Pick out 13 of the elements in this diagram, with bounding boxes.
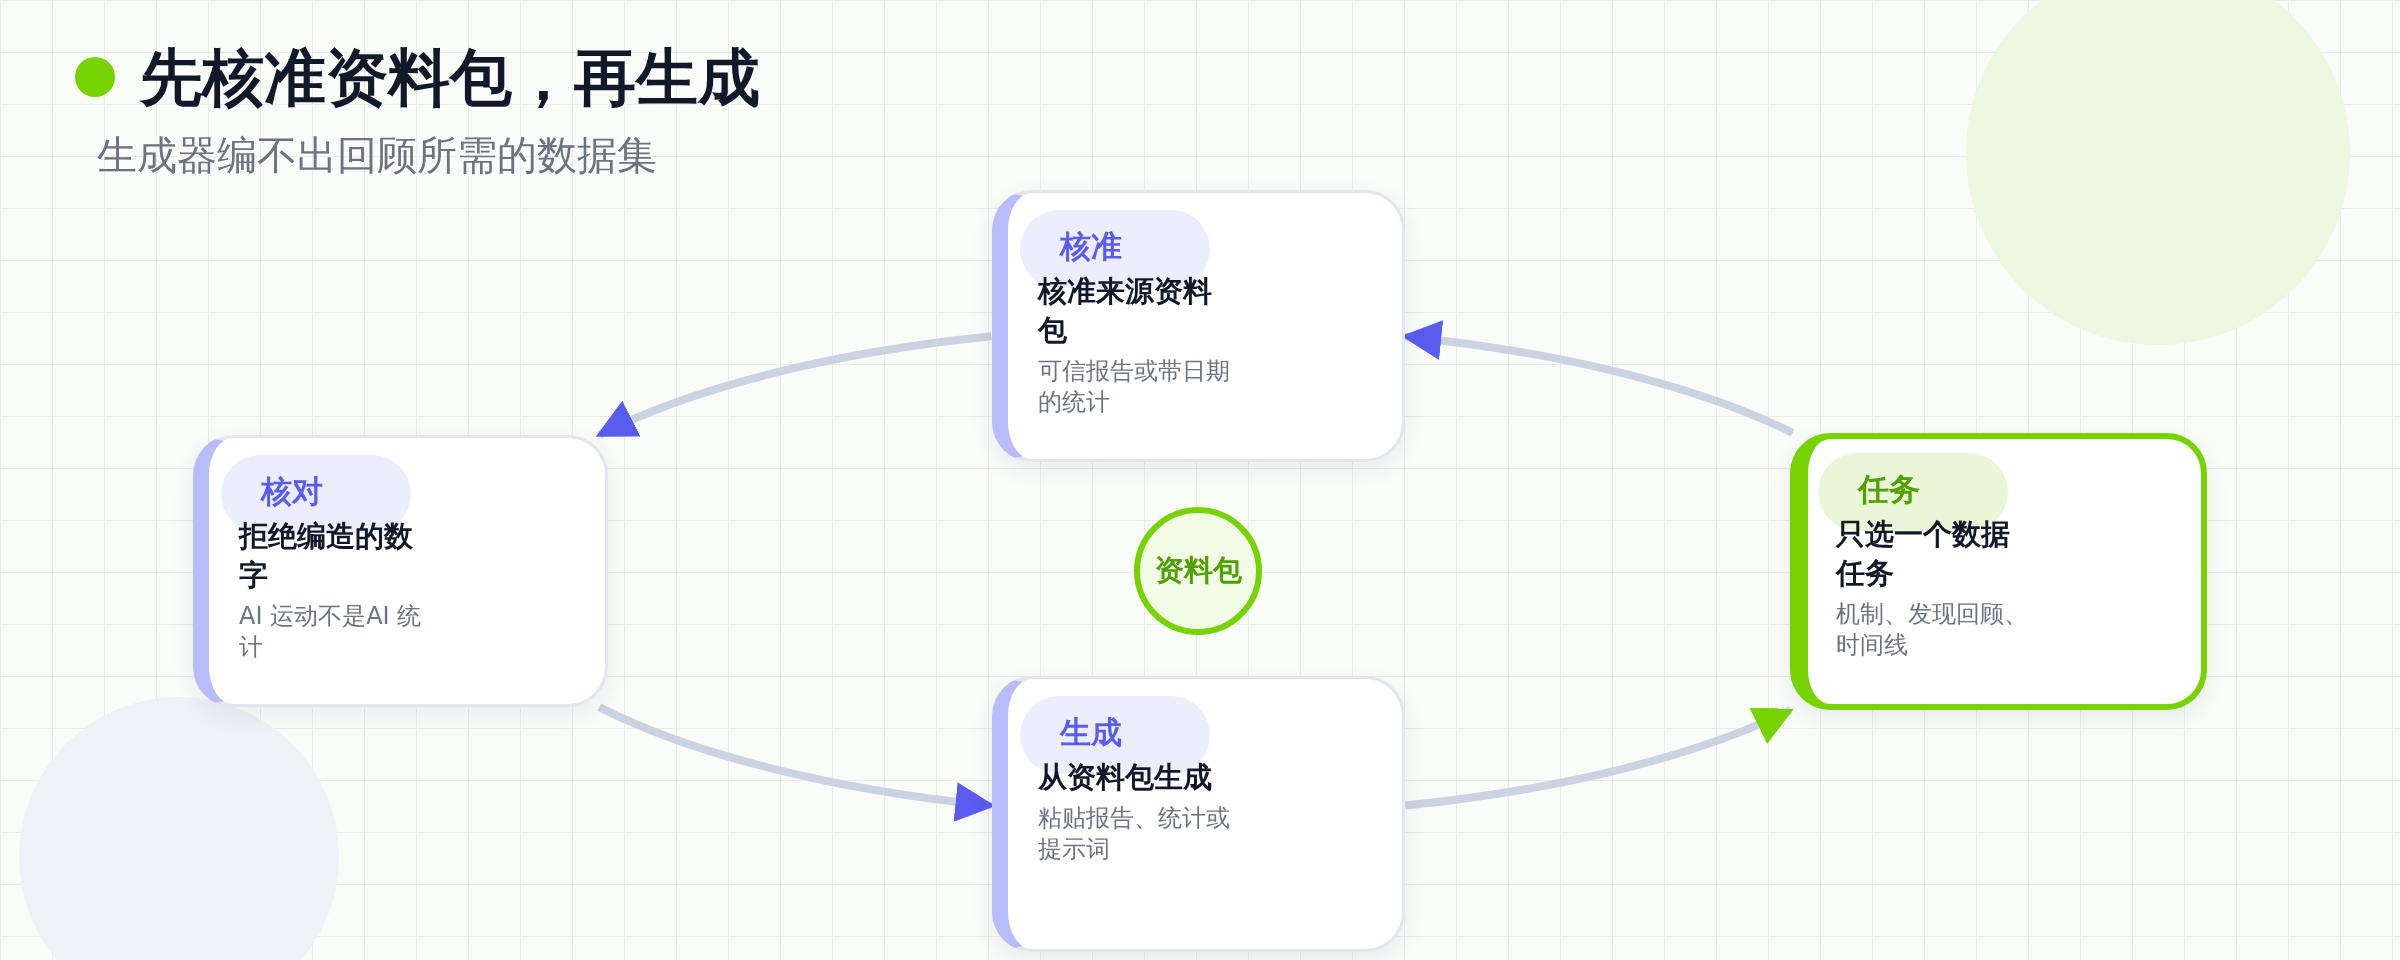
step-card xyxy=(992,190,1405,462)
step-card xyxy=(193,435,608,707)
arrow xyxy=(1404,706,1795,810)
arrow xyxy=(595,332,992,439)
step-description: 粘贴报告、统计或提示词 xyxy=(1038,803,1231,866)
step-card xyxy=(1790,433,2207,710)
step-description: 可信报告或带日期的统计 xyxy=(1038,356,1231,419)
title: 先核准资料包，再生成 xyxy=(140,40,760,116)
step-description: 机制、发现回顾、时间线 xyxy=(1836,599,2029,662)
subtitle: 生成器编不出回顾所需的数据集 xyxy=(97,131,657,180)
step-description: AI 运动不是AI 统计 xyxy=(239,601,423,664)
step-card xyxy=(992,676,1405,952)
circle-label: 资料包 xyxy=(1154,552,1242,589)
